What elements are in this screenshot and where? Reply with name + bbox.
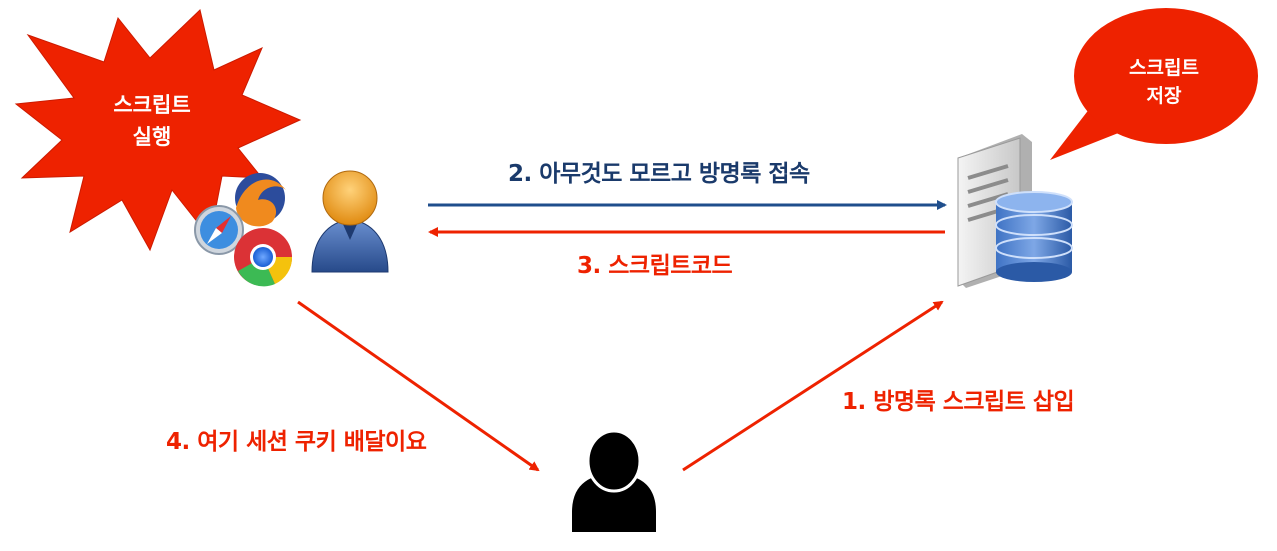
explosion-label-line1: 스크립트 [113, 93, 190, 117]
victim-user-icon [311, 170, 389, 273]
arrow-step4 [297, 300, 540, 472]
chrome-icon [234, 228, 293, 287]
explosion-label-line2: 실행 [133, 125, 172, 149]
database-icon [995, 191, 1073, 282]
safari-icon [194, 205, 244, 255]
explosion-burst [14, 9, 302, 252]
arrow-step1 [682, 300, 944, 472]
speech-bubble [1050, 8, 1258, 160]
step4-label: 4. 여기 세션 쿠키 배달이요 [166, 429, 427, 455]
step3-label: 3. 스크립트코드 [577, 253, 733, 279]
bubble-label-line2: 저장 [1147, 85, 1182, 107]
step2-label: 2. 아무것도 모르고 방명록 접속 [508, 161, 810, 187]
attacker-icon [572, 429, 656, 532]
firefox-icon [235, 173, 286, 227]
step1-label: 1. 방명록 스크립트 삽입 [842, 389, 1075, 415]
bubble-label-line1: 스크립트 [1129, 57, 1199, 79]
